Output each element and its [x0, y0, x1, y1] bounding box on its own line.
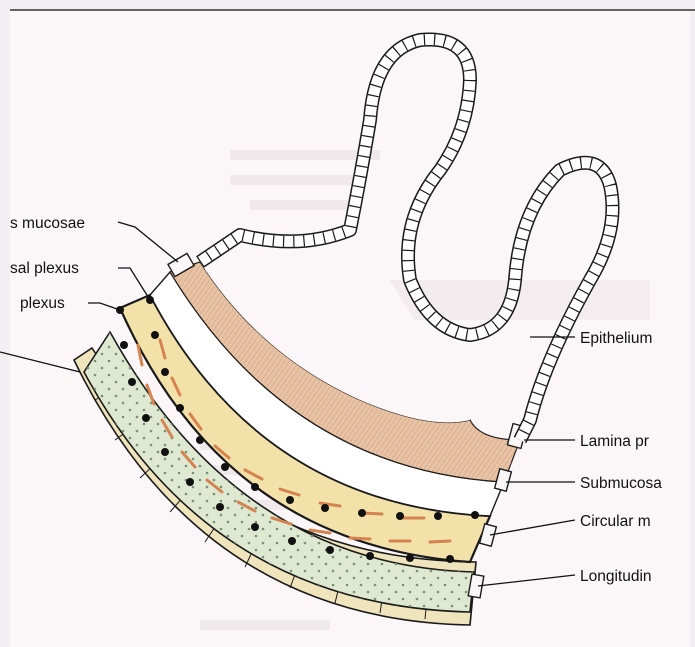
label-circular-muscle: Circular m	[580, 513, 651, 530]
label-longitudinal-muscle: Longitudin	[580, 568, 652, 585]
label-muscularis-mucosae: s mucosae	[10, 215, 85, 232]
label-myenteric-plexus: plexus	[20, 295, 65, 312]
label-submucosal-plexus: sal plexus	[10, 260, 79, 277]
label-lamina-propria: Lamina pr	[580, 433, 649, 450]
label-epithelium: Epithelium	[580, 330, 652, 347]
label-submucosa: Submucosa	[580, 475, 662, 492]
